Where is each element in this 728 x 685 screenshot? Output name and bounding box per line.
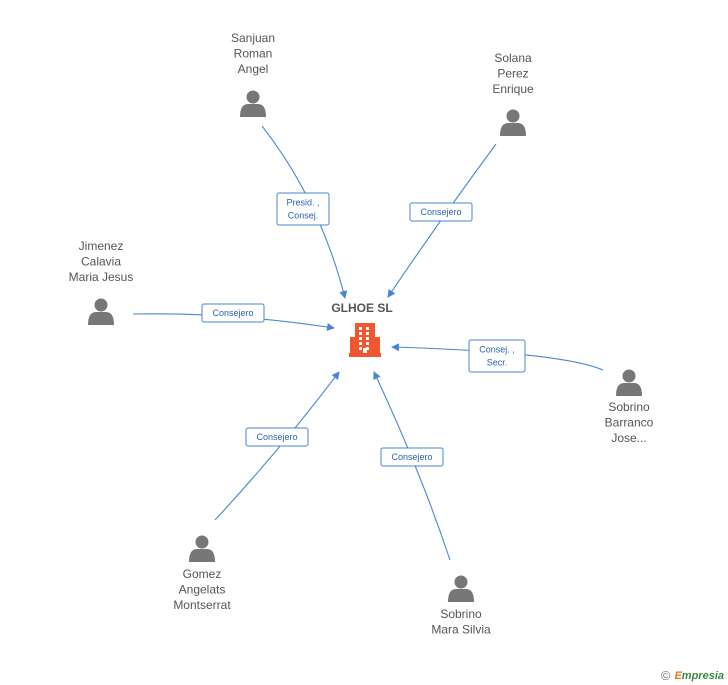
- copyright-symbol: ©: [660, 668, 671, 683]
- person-icon-head: [506, 109, 520, 123]
- person-name-line: Maria Jesus: [69, 270, 134, 284]
- person-icon[interactable]: [616, 369, 642, 397]
- person-name-line: Sanjuan: [231, 31, 275, 45]
- person-icon-head: [246, 90, 260, 104]
- company-node[interactable]: GLHOE SL: [331, 301, 393, 357]
- role-label-box: [409, 202, 473, 222]
- role-label-text: Secr.: [487, 358, 508, 368]
- person-icon-head: [195, 535, 209, 549]
- footer-brand: © Empresia: [661, 668, 724, 683]
- person-icon[interactable]: [240, 90, 266, 118]
- person-name-line: Sobrino: [440, 607, 482, 621]
- person-name-line: Jimenez: [79, 239, 124, 253]
- person-icon[interactable]: [448, 575, 474, 603]
- role-label-sobrino-barranco[interactable]: Consej. , Secr.: [468, 339, 526, 373]
- role-label-jimenez[interactable]: Consejero: [201, 303, 265, 323]
- person-icon[interactable]: [189, 535, 215, 563]
- relation-edge-sobrino-barranco: [391, 343, 604, 371]
- role-label-sanjuan[interactable]: Presid. , Consej.: [276, 192, 330, 226]
- role-label-box: [380, 447, 444, 467]
- person-icon-body: [500, 123, 526, 136]
- person-icon-head: [454, 575, 468, 589]
- role-label-text: Consej. ,: [479, 345, 515, 355]
- person-name-line: Montserrat: [173, 598, 231, 612]
- person-name-line: Angelats: [179, 583, 226, 597]
- role-label-sobrino-mara[interactable]: Consejero: [380, 447, 444, 467]
- person-name-line: Solana: [494, 51, 532, 65]
- role-label-box: [245, 427, 309, 447]
- person-name-line: Enrique: [492, 82, 534, 96]
- brand-logo: Empresia: [674, 669, 724, 682]
- person-icon-body: [616, 383, 642, 396]
- role-label-text: Consejero: [212, 308, 253, 318]
- person-icon-body: [189, 549, 215, 562]
- role-label-gomez[interactable]: Consejero: [245, 427, 309, 447]
- person-name-line: Gomez: [183, 567, 222, 581]
- role-label-text: Presid. ,: [286, 198, 319, 208]
- person-icon-body: [448, 589, 474, 602]
- person-node-sobrino-barranco[interactable]: SobrinoBarrancoJose...: [605, 369, 654, 446]
- person-name-line: Angel: [238, 62, 269, 76]
- building-icon: [349, 323, 381, 357]
- person-icon-head: [94, 298, 108, 312]
- role-label-text: Consejero: [391, 452, 432, 462]
- person-name-line: Roman: [234, 47, 273, 61]
- person-name-line: Sobrino: [608, 400, 650, 414]
- role-label-text: Consej.: [288, 211, 319, 221]
- relation-edge-gomez: [214, 371, 340, 521]
- company-name: GLHOE SL: [331, 301, 392, 315]
- role-label-text: Consejero: [420, 207, 461, 217]
- person-icon-body: [240, 104, 266, 117]
- person-name-line: Barranco: [605, 416, 654, 430]
- person-icon-head: [622, 369, 636, 383]
- person-icon-body: [88, 312, 114, 325]
- person-name-line: Jose...: [611, 431, 646, 445]
- role-label-box: [468, 339, 526, 373]
- person-icon[interactable]: [88, 298, 114, 326]
- person-name-line: Perez: [497, 67, 528, 81]
- person-name-line: Mara Silvia: [431, 623, 491, 637]
- relation-edge-sobrino-mara: [373, 371, 451, 561]
- person-name-line: Calavia: [81, 255, 121, 269]
- role-label-box: [276, 192, 330, 226]
- person-icon[interactable]: [500, 109, 526, 137]
- role-label-solana[interactable]: Consejero: [409, 202, 473, 222]
- role-label-box: [201, 303, 265, 323]
- role-label-text: Consejero: [256, 432, 297, 442]
